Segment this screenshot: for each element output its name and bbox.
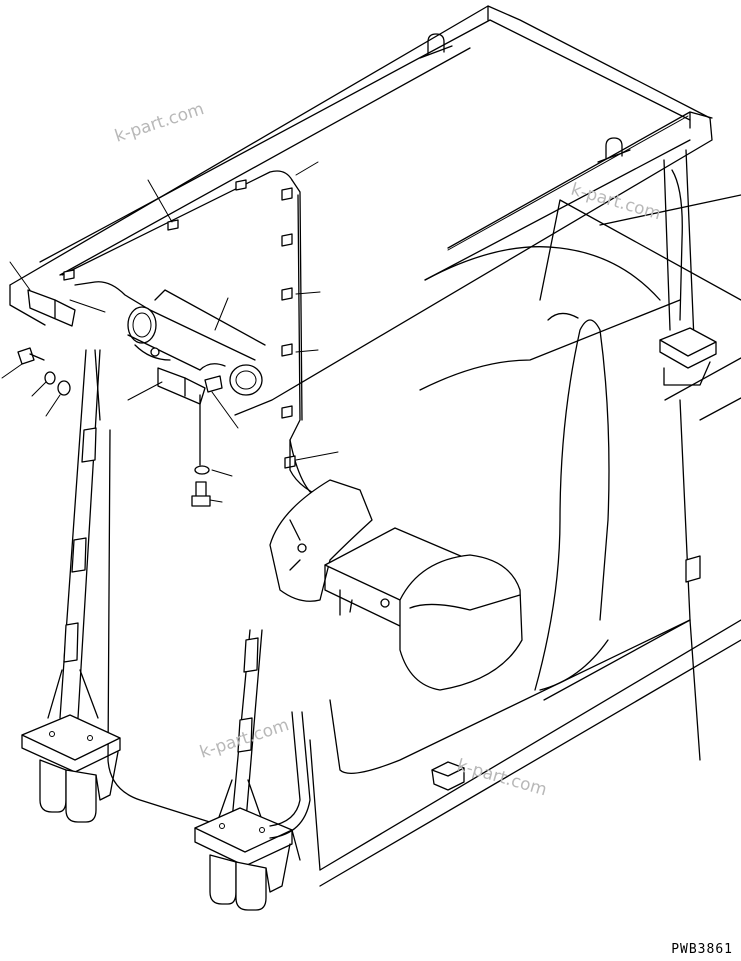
bracket-left xyxy=(27,289,76,327)
air-duct xyxy=(74,281,266,396)
pillar-foot-left xyxy=(21,714,121,823)
watermark-text: k-part.com xyxy=(112,99,206,147)
lifting-hook-icon xyxy=(597,137,631,163)
bracket-center xyxy=(157,367,223,405)
watermarks: k-part.com k-part.com k-part.com k-part.… xyxy=(112,99,663,800)
drain-pipe xyxy=(269,711,311,839)
corner-block-icon xyxy=(685,555,701,583)
harness-clip-icon xyxy=(281,187,296,469)
lifting-hook-icon xyxy=(419,33,453,59)
heater-box xyxy=(399,554,523,691)
rear-pillar-right xyxy=(659,149,717,386)
washer-icon xyxy=(44,371,71,396)
cab-roof xyxy=(9,5,713,416)
rear-pillar xyxy=(217,629,263,821)
clip-icon xyxy=(63,179,247,281)
cab-body xyxy=(291,194,741,887)
bolt-icon xyxy=(191,394,211,507)
leader-lines xyxy=(1,161,339,503)
seat-console xyxy=(269,479,471,627)
pillar-foot-rear xyxy=(194,807,293,911)
front-pillar-left xyxy=(47,349,101,719)
watermark-text: k-part.com xyxy=(569,180,663,225)
floor-bracket-icon xyxy=(431,761,465,791)
bolt-icon xyxy=(17,347,45,365)
drawing-code: PWB3861 xyxy=(671,942,733,957)
